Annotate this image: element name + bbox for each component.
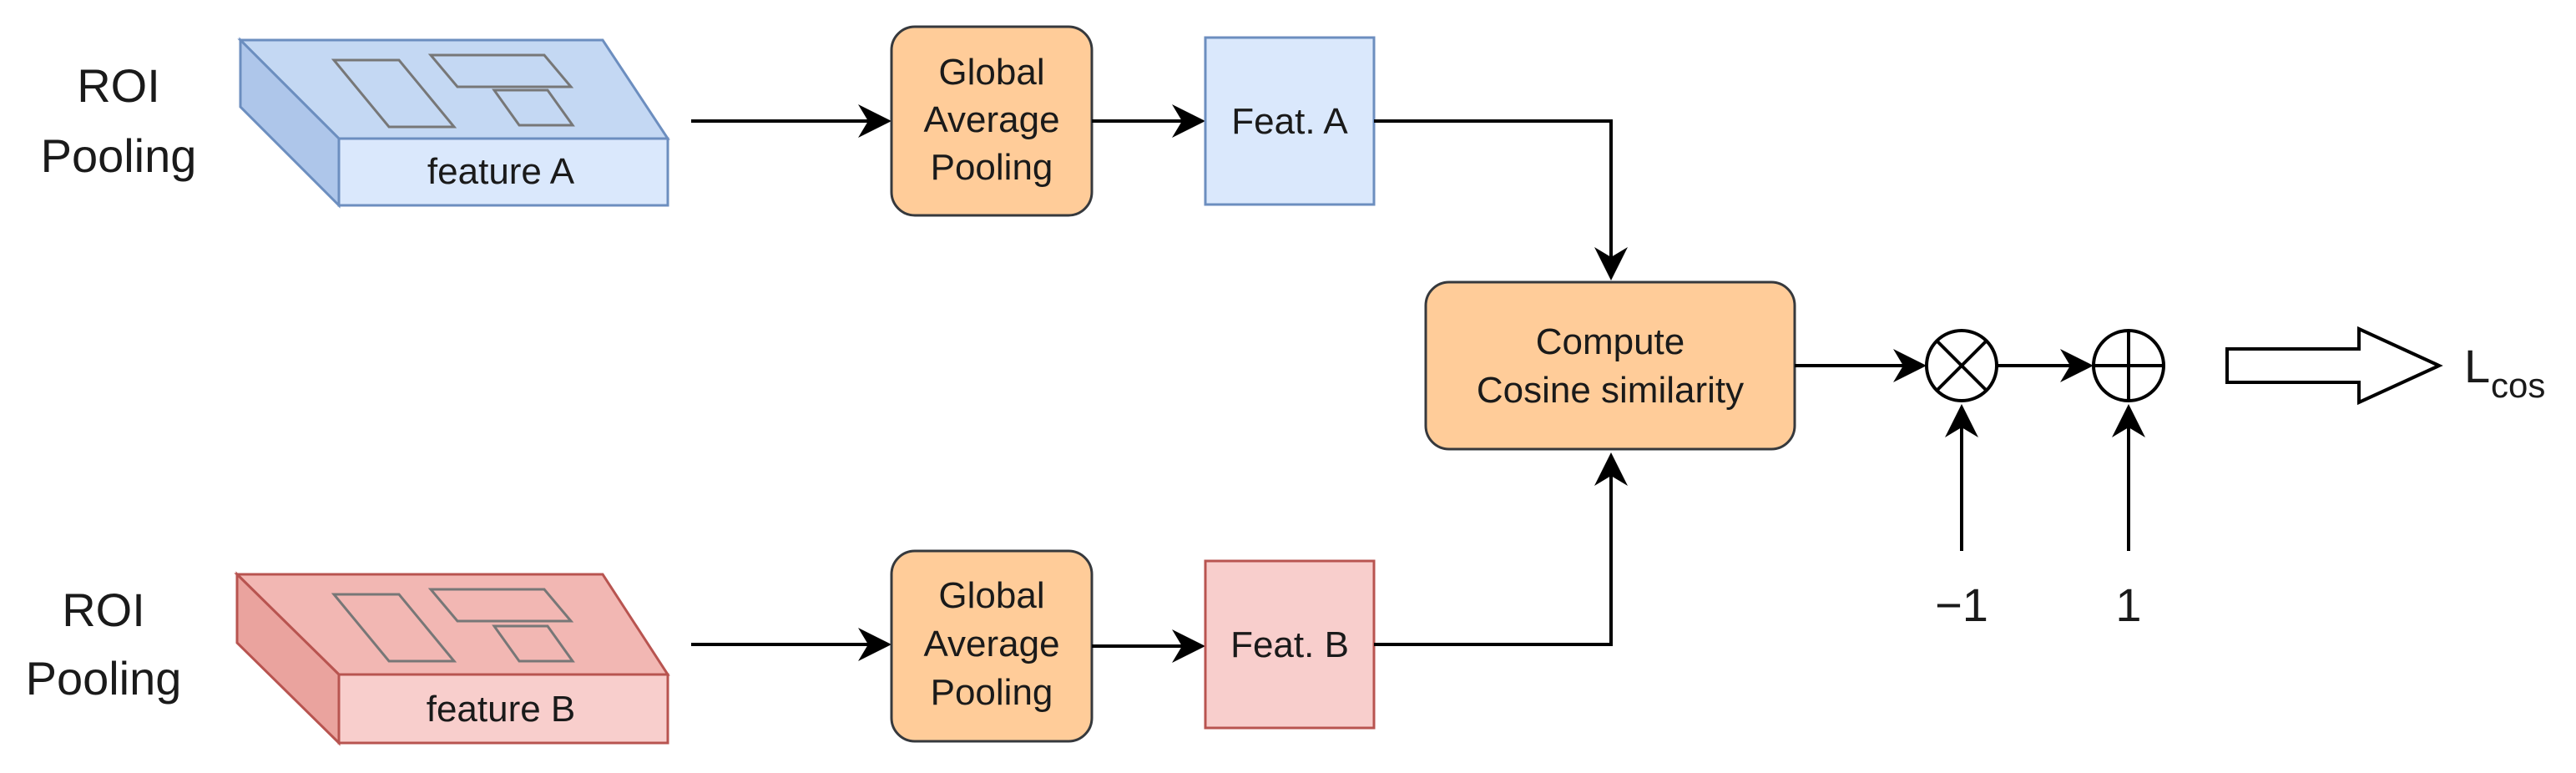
roi-pooling-label-top-line2: Pooling [41,129,197,182]
roi-region-icon [427,53,574,88]
gap-box-bottom: Global Average Pooling [890,549,1094,743]
gap-box-top: Global Average Pooling [890,25,1094,217]
output-arrow-icon [2225,326,2443,406]
gap-bottom-line2: Average [923,624,1059,664]
gap-bottom-line3: Pooling [931,672,1053,713]
gap-top-line2: Average [923,99,1059,140]
feature-a-block: feature A [237,37,670,209]
loss-label: L cos [2464,340,2545,405]
roi-region-icon [492,624,575,663]
arrow-feat-a-to-cosine [1374,119,1628,280]
cosine-line2: Cosine similarity [1477,370,1744,411]
feat-b-label: Feat. B [1230,624,1349,665]
loss-base: L [2464,340,2490,392]
loss-subscript: cos [2491,366,2545,405]
multiply-input-label: −1 [1935,578,1988,631]
cosine-similarity-box: Compute Cosine similarity [1424,280,1796,451]
roi-region-icon [492,88,575,127]
gap-top-line1: Global [938,52,1044,93]
multiply-icon [1925,329,1998,402]
feature-b-block: feature B [234,571,670,746]
feat-a-label: Feat. A [1231,101,1348,142]
roi-region-icon [427,588,574,623]
roi-region-icon [331,593,457,663]
feature-a-label: feature A [427,151,575,192]
feat-b-box: Feat. B [1204,559,1376,730]
add-input-label: 1 [2115,578,2141,631]
roi-pooling-label-bottom-line1: ROI [62,584,145,636]
feature-b-label: feature B [427,689,576,730]
gap-top-line3: Pooling [931,147,1053,188]
cosine-line1: Compute [1536,321,1685,362]
gap-bottom-line1: Global [938,575,1044,616]
feat-a-box: Feat. A [1204,36,1376,206]
roi-pooling-label-top-line1: ROI [77,59,160,112]
roi-pooling-label-bottom-line2: Pooling [26,652,182,705]
roi-region-icon [331,58,457,129]
arrow-feat-b-to-cosine [1374,452,1628,646]
add-icon [2092,329,2165,402]
